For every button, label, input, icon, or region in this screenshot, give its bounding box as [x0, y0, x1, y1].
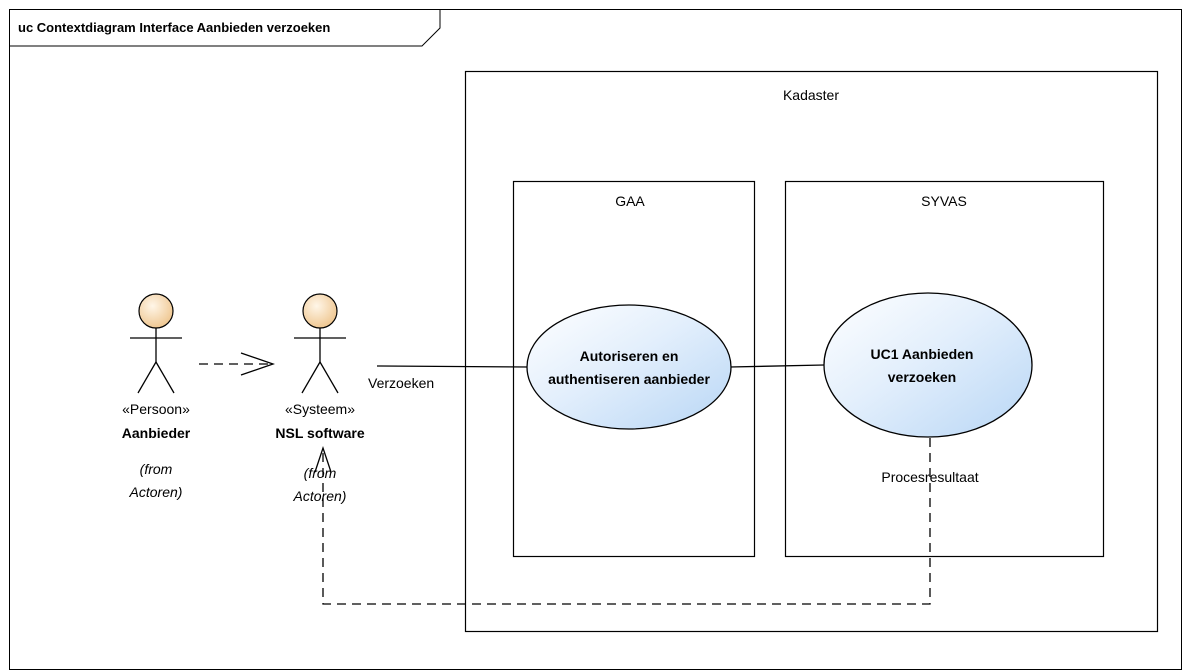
actor-aanbieder-from1: (from: [140, 461, 173, 477]
procesresultaat-arrowhead: [314, 445, 332, 473]
gaa-label: GAA: [615, 193, 645, 209]
actor-nsl-head-icon: [302, 293, 338, 329]
procesresultaat-connector: [322, 438, 931, 605]
actor-aanbieder-name: Aanbieder: [122, 425, 191, 441]
usecase-uc1-line2: verzoeken: [888, 369, 956, 385]
usecase-autoriseren[interactable]: [526, 304, 732, 430]
association-nsl-autoriseren: [376, 365, 530, 368]
actor-aanbieder-from2: Actoren): [129, 484, 183, 500]
usecase-uc1[interactable]: [823, 292, 1033, 438]
actor-aanbieder-stereotype: «Persoon»: [122, 401, 190, 417]
actor-nsl-from1: (from: [304, 465, 337, 481]
actor-aanbieder[interactable]: [130, 293, 182, 394]
actor-nsl-software[interactable]: [294, 293, 346, 394]
usecase-autoriseren-line1: Autoriseren en: [580, 348, 679, 364]
association-autoriseren-uc1: [729, 364, 825, 368]
actor-aanbieder-head-icon: [138, 293, 174, 329]
kadaster-label: Kadaster: [783, 87, 839, 103]
actor-nsl-from2: Actoren): [293, 488, 347, 504]
actor-nsl-name: NSL software: [275, 425, 364, 441]
frame-title: uc Contextdiagram Interface Aanbieden ve…: [18, 20, 330, 35]
syvas-label: SYVAS: [921, 193, 967, 209]
frame-title-tab: [9, 9, 441, 47]
usecase-autoriseren-line2: authentiseren aanbieder: [548, 371, 710, 387]
dependency-arrowhead: [240, 352, 275, 376]
procesresultaat-label: Procesresultaat: [881, 469, 978, 485]
verzoeken-label: Verzoeken: [368, 375, 434, 391]
usecase-uc1-line1: UC1 Aanbieden: [871, 346, 974, 362]
actor-nsl-stereotype: «Systeem»: [285, 401, 355, 417]
